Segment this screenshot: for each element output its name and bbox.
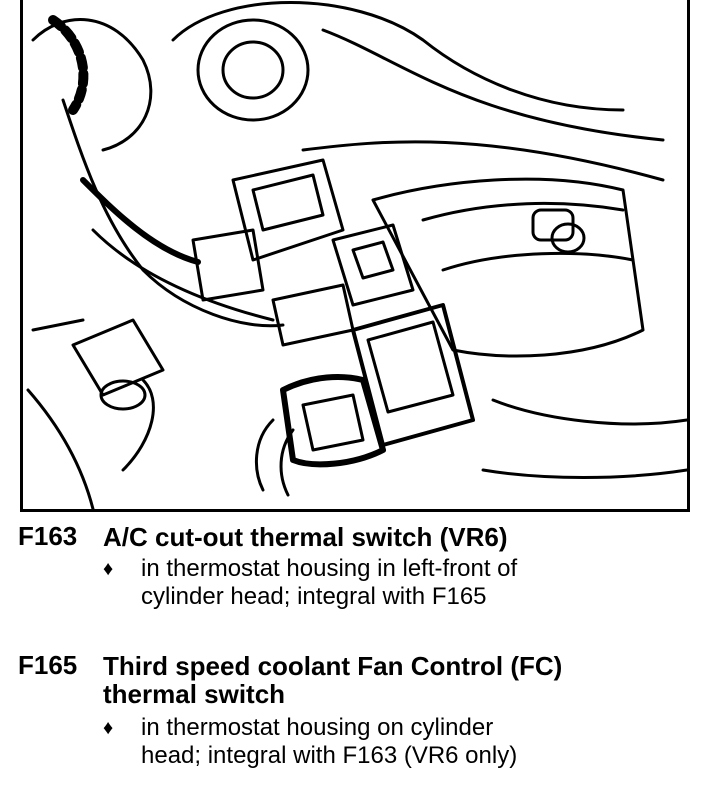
component-title-line-2: thermal switch — [103, 679, 286, 709]
bullet-icon: ♦ — [103, 558, 114, 580]
location-note: ♦ in thermostat housing in left-front of… — [103, 555, 693, 615]
component-code: F165 — [18, 650, 78, 680]
location-note: ♦ in thermostat housing on cylinder head… — [103, 714, 693, 774]
location-line-1: in thermostat housing on cylinder — [141, 714, 494, 741]
location-line-2: head; integral with F163 (VR6 only) — [141, 742, 518, 769]
entry-f165: F165 Third speed coolant Fan Control (FC… — [18, 650, 698, 780]
engine-illustration — [20, 0, 690, 512]
component-title: A/C cut-out thermal switch (VR6) — [103, 522, 508, 552]
location-line-2: cylinder head; integral with F165 — [141, 583, 487, 610]
connector-drawing — [26, 1, 687, 509]
component-code: F163 — [18, 521, 78, 551]
component-title-line-1: Third speed coolant Fan Control (FC) — [103, 651, 563, 681]
entry-f163: F163 A/C cut-out thermal switch (VR6) ♦ … — [18, 521, 698, 611]
location-line-1: in thermostat housing in left-front of — [141, 555, 518, 582]
bullet-icon: ♦ — [103, 717, 114, 739]
